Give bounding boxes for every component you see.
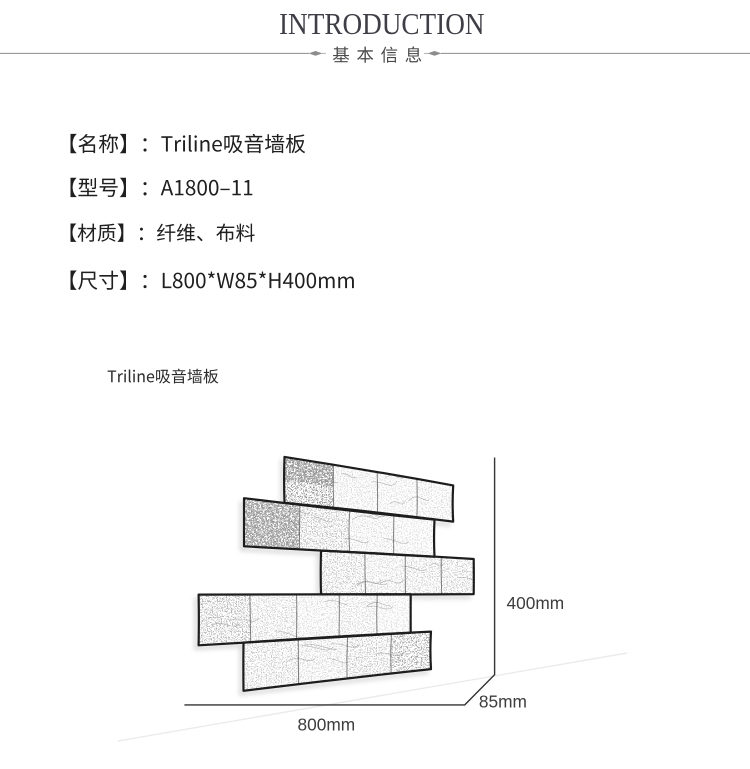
svg-text:400mm: 400mm (507, 593, 565, 613)
svg-text:INTRODUCTION: INTRODUCTION (279, 6, 485, 41)
svg-text:800mm: 800mm (298, 714, 356, 734)
svg-text:85mm: 85mm (479, 692, 527, 712)
